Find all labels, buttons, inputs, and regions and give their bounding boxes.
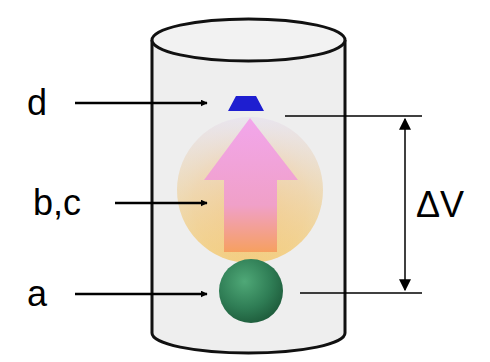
dimension-line bbox=[300, 292, 422, 294]
green-sphere bbox=[219, 259, 283, 323]
leader-arrow bbox=[75, 102, 207, 105]
cylinder-top bbox=[152, 19, 345, 61]
part-label: d bbox=[27, 85, 47, 121]
part-label: b,c bbox=[33, 185, 81, 221]
dimension-label: ΔV bbox=[416, 187, 464, 223]
blue-particle bbox=[228, 96, 264, 111]
upward-arrow bbox=[204, 118, 298, 252]
dimension-line bbox=[285, 115, 422, 117]
glow-circle bbox=[177, 117, 323, 263]
leader-arrow bbox=[75, 293, 207, 296]
cylinder-body bbox=[152, 40, 345, 353]
part-label: a bbox=[27, 276, 47, 312]
leader-arrow bbox=[115, 202, 207, 205]
glow-circle-tint bbox=[177, 117, 323, 263]
dimension-arrow bbox=[404, 119, 406, 290]
